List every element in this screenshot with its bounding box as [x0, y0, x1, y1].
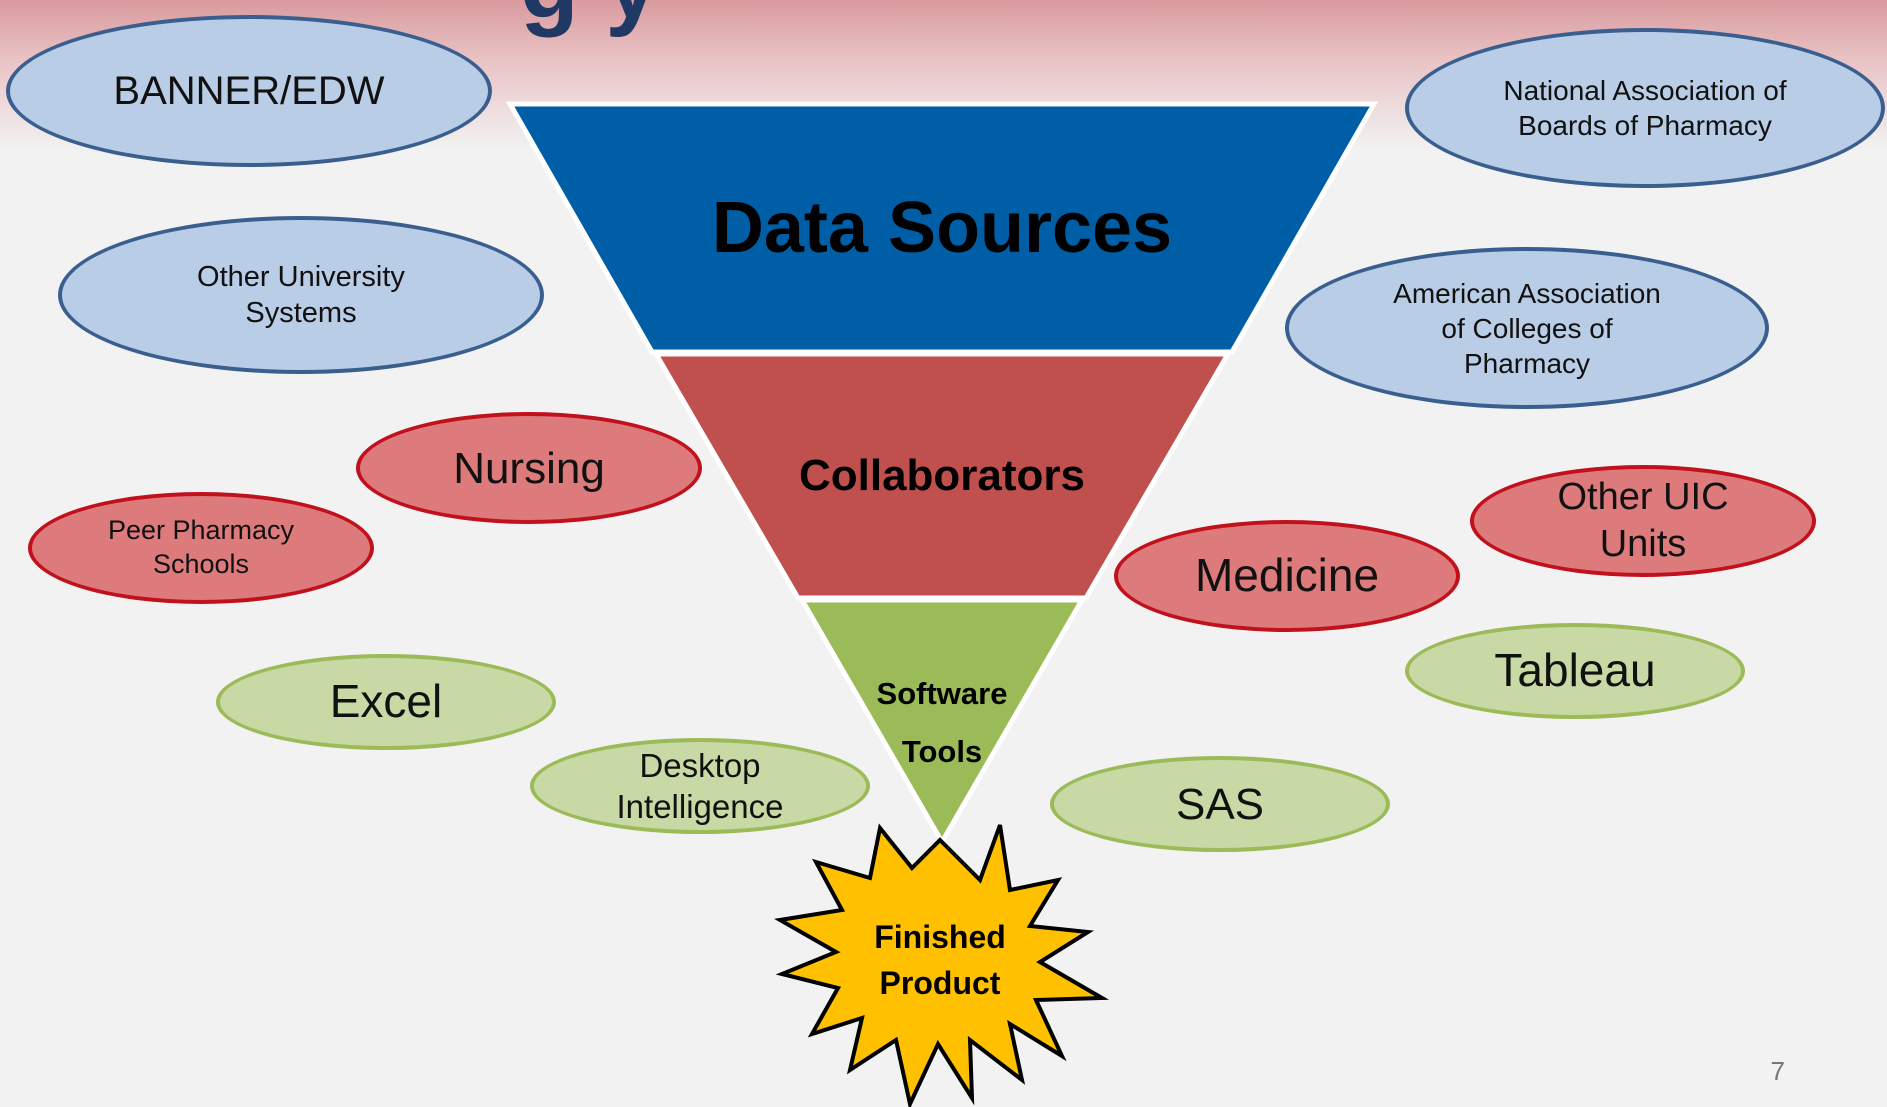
funnel-label-software-line2: Tools — [902, 734, 982, 769]
collaborator-label: Medicine — [1194, 549, 1380, 602]
software-tool-oval: Desktop Intelligence — [530, 738, 870, 834]
finished-product-star — [774, 823, 1110, 1107]
finished-product-line2: Product — [880, 965, 1001, 1001]
software-tool-oval: Tableau — [1405, 623, 1745, 719]
data-source-label: BANNER/EDW — [113, 69, 385, 113]
funnel-label-collaborators: Collaborators — [799, 451, 1085, 500]
collaborator-oval: Medicine — [1114, 520, 1460, 632]
software-tool-oval: Excel — [216, 654, 556, 750]
software-tool-label: Excel — [329, 675, 443, 728]
data-source-label: American Association of Colleges of Phar… — [1393, 277, 1661, 379]
data-source-oval: Other University Systems — [58, 216, 544, 374]
page-number: 7 — [1770, 1056, 1785, 1086]
data-source-oval: BANNER/EDW — [6, 15, 492, 167]
funnel-label-software-line1: Software — [877, 676, 1008, 711]
data-source-label: Other University Systems — [197, 260, 405, 329]
collaborator-label: Nursing — [453, 443, 605, 493]
software-tool-label: SAS — [1175, 779, 1265, 829]
funnel-tier-software-tools — [797, 597, 1087, 847]
data-source-oval: National Association of Boards of Pharma… — [1405, 28, 1885, 188]
collaborator-label: Peer Pharmacy Schools — [107, 515, 295, 579]
finished-product-line1: Finished — [874, 919, 1006, 955]
collaborator-oval: Other UIC Units — [1470, 465, 1816, 577]
slide-title-fragment: g y — [520, 0, 659, 40]
funnel-label-data-sources: Data Sources — [712, 188, 1172, 268]
data-source-oval: American Association of Colleges of Phar… — [1285, 247, 1769, 409]
collaborator-oval: Peer Pharmacy Schools — [28, 492, 374, 604]
software-tool-label: Desktop Intelligence — [616, 746, 784, 825]
collaborator-label: Other UIC Units — [1557, 475, 1729, 566]
collaborator-oval: Nursing — [356, 412, 702, 524]
software-tool-label: Tableau — [1494, 644, 1656, 697]
data-source-label: National Association of Boards of Pharma… — [1503, 75, 1787, 141]
software-tool-oval: SAS — [1050, 756, 1390, 852]
title-strip: g y — [0, 0, 1887, 140]
